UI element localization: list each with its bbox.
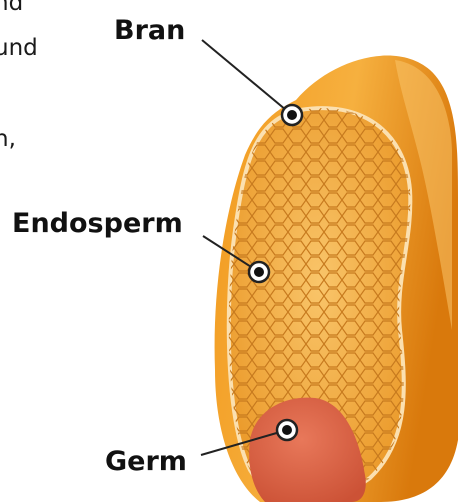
bran-pointer-line: [202, 40, 292, 115]
endosperm-label: Endosperm: [12, 208, 183, 240]
germ-marker: [277, 420, 297, 440]
bran-label: Bran: [114, 15, 185, 47]
endosperm-marker: [249, 262, 269, 282]
bran-marker: [282, 105, 302, 125]
germ-label: Germ: [105, 446, 187, 478]
